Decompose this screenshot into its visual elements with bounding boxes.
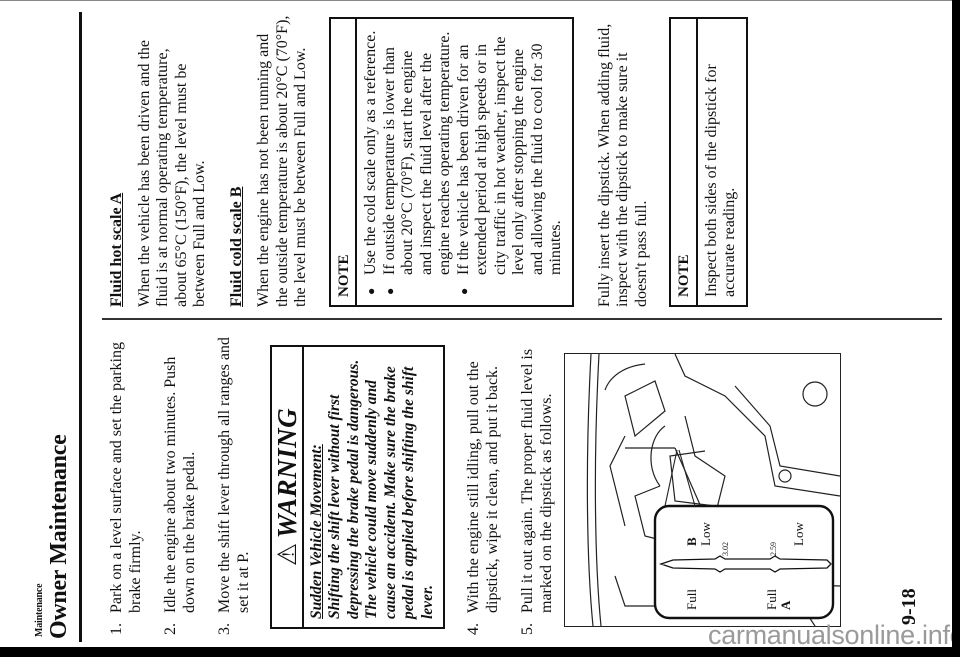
step-item: 1. Park on a level surface and set the p… xyxy=(108,330,145,635)
label-full-b: Full xyxy=(684,589,699,610)
scale-a-labels: Full A xyxy=(764,589,793,610)
mark-a: 2.59 xyxy=(769,542,778,556)
label-b: B xyxy=(684,537,699,546)
step-item: 3. Move the shift lever through all rang… xyxy=(216,330,253,635)
column-divider xyxy=(102,318,942,320)
note-item: If the vehicle has been driven for an ex… xyxy=(455,27,566,297)
warning-triangle-icon: ⚠ xyxy=(273,542,302,567)
note-list: Use the cold scale only as a reference. … xyxy=(362,27,566,297)
note-box-2: NOTE Inspect both sides of the dipstick … xyxy=(669,17,748,307)
page-right-edge xyxy=(952,0,960,657)
label-low-a: Low xyxy=(791,522,806,546)
mark-b: 3.02 xyxy=(721,542,730,556)
step-item: 4. With the engine still idling, pull ou… xyxy=(465,330,502,635)
step-item: 2. Idle the engine about two minutes. Pu… xyxy=(162,330,199,635)
note-body-2: Inspect both sides of the dipstick for a… xyxy=(702,64,739,297)
note-box: NOTE Use the cold scale only as a refere… xyxy=(328,17,574,307)
hot-scale-text: When the vehicle has been driven and the… xyxy=(135,40,209,307)
header-rule xyxy=(79,12,82,642)
watermark: carmanualsonline.info xyxy=(708,620,960,650)
page-title: Owner Maintenance xyxy=(46,434,72,639)
step-number: 2. xyxy=(162,623,179,635)
note-item: If outside temperature is lower than abo… xyxy=(381,27,455,297)
insert-dipstick-text: Fully insert the dipstick. When adding f… xyxy=(595,23,650,307)
warning-header: ⚠ WARNING xyxy=(272,347,304,627)
warning-box: ⚠ WARNING Sudden Vehicle Movement: Shifti… xyxy=(270,345,445,629)
scale-b-labels-right: B Low xyxy=(684,522,713,546)
warning-body: Sudden Vehicle Movement: Shifting the sh… xyxy=(304,347,444,627)
page-bottom-edge xyxy=(0,647,960,657)
steps-list: 1. Park on a level surface and set the p… xyxy=(108,330,253,635)
scale-b-labels: Full xyxy=(684,589,699,610)
manual-page: Maintenance Owner Maintenance 1. Park on… xyxy=(0,0,952,647)
warning-text: Shifting the shift lever without first d… xyxy=(326,359,436,619)
step-text: Move the shift lever through all ranges … xyxy=(216,337,252,613)
step-text: Idle the engine about two minutes. Push … xyxy=(162,356,198,613)
step-text: Pull it out again. The proper fluid leve… xyxy=(519,348,555,613)
dipstick-illustration: Full A Low Full B Low 2.59 3.02 xyxy=(564,353,841,627)
step-text: Park on a level surface and set the park… xyxy=(108,341,144,613)
note-title: NOTE xyxy=(330,19,357,305)
note-item: Use the cold scale only as a reference. xyxy=(362,27,381,297)
note-title-2: NOTE xyxy=(671,19,698,305)
hot-scale-title: Fluid hot scale A xyxy=(108,192,125,307)
step-number: 4. xyxy=(465,623,482,635)
label-a: A xyxy=(778,600,793,610)
right-column: Fluid hot scale A When the vehicle has b… xyxy=(108,11,766,307)
label-full-a: Full xyxy=(764,589,779,610)
cold-scale-text: When the engine has not been running and… xyxy=(255,15,309,307)
cold-scale-title: Fluid cold scale B xyxy=(227,186,245,307)
left-column: 1. Park on a level surface and set the p… xyxy=(108,330,841,635)
label-low-b: Low xyxy=(698,522,713,546)
steps-list-continued: 4. With the engine still idling, pull ou… xyxy=(465,330,556,635)
step-number: 5. xyxy=(519,623,536,635)
page-top-edge xyxy=(0,0,952,1)
warning-subtitle: Sudden Vehicle Movement: xyxy=(307,444,325,619)
section-label: Maintenance xyxy=(34,583,45,637)
engine-bay-drawing xyxy=(586,354,840,626)
step-text: With the engine still idling, pull out t… xyxy=(465,361,501,613)
warning-title: WARNING xyxy=(272,407,302,539)
step-number: 1. xyxy=(108,623,125,635)
step-item: 5. Pull it out again. The proper fluid l… xyxy=(519,330,556,635)
step-number: 3. xyxy=(216,623,233,635)
note-body: Use the cold scale only as a reference. … xyxy=(357,19,572,305)
